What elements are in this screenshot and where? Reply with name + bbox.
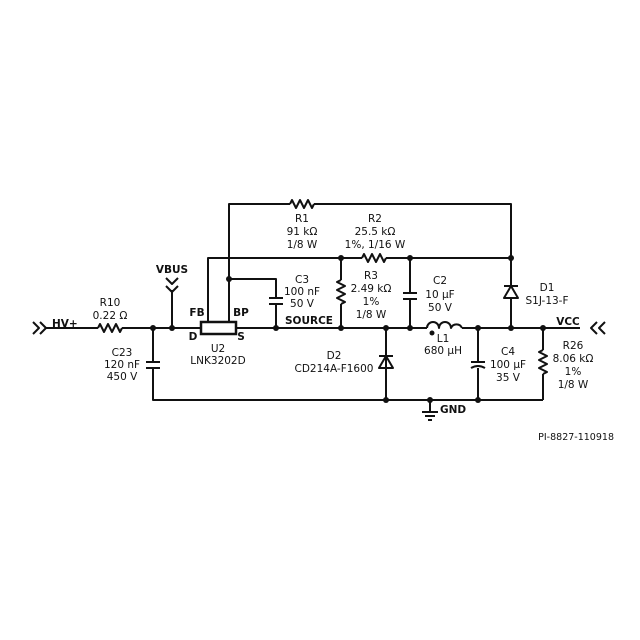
wires: [46, 203, 580, 412]
c2-ref: C2: [433, 275, 447, 287]
inductor-l1: [426, 321, 463, 336]
c23-value: 120 nF: [104, 359, 140, 371]
r1-ref: R1: [295, 213, 309, 225]
r2-rating: 1%, 1/16 W: [345, 239, 406, 251]
d1-ref: D1: [540, 282, 555, 294]
r26-tolerance: 1%: [565, 366, 582, 378]
pin-label-d: D: [189, 331, 198, 343]
diode-d1: [503, 285, 519, 299]
r3-rating: 1/8 W: [356, 309, 387, 321]
resistor-r2: [361, 253, 387, 263]
net-label-hv-plus: HV+: [52, 318, 78, 330]
capacitor-c4: [470, 361, 486, 369]
capacitor-c3: [269, 297, 283, 305]
r3-value: 2.49 kΩ: [351, 283, 392, 295]
net-label-gnd: GND: [440, 404, 466, 416]
u2-part: LNK3202D: [190, 355, 245, 367]
d1-part: S1J-13-F: [525, 295, 568, 307]
r10-value: 0.22 Ω: [93, 310, 128, 322]
c2-rating: 50 V: [428, 302, 453, 314]
capacitor-c23: [146, 361, 160, 369]
r26-ref: R26: [563, 340, 584, 352]
r3-tolerance: 1%: [363, 296, 380, 308]
c23-ref: C23: [112, 347, 133, 359]
vbus-connector-icon: [165, 277, 179, 293]
junction-dots: [150, 255, 546, 403]
r1-value: 91 kΩ: [287, 226, 318, 238]
c3-ref: C3: [295, 274, 309, 286]
r10-ref: R10: [100, 297, 121, 309]
d2-part: CD214A-F1600: [295, 363, 374, 375]
resistor-r26: [538, 349, 548, 375]
pin-label-s: S: [237, 331, 245, 343]
ic-u2: [199, 320, 238, 336]
pin-label-bp: BP: [233, 307, 249, 319]
resistor-r1: [289, 199, 315, 209]
c3-value: 100 nF: [284, 286, 320, 298]
net-label-vbus: VBUS: [156, 264, 188, 276]
l1-value: 680 µH: [424, 345, 462, 357]
resistor-r3: [336, 279, 346, 305]
r26-value: 8.06 kΩ: [553, 353, 594, 365]
c4-value: 100 µF: [490, 359, 526, 371]
l1-ref: L1: [437, 333, 450, 345]
vcc-connector-icon: [590, 321, 606, 335]
u2-ref: U2: [211, 343, 225, 355]
resistor-r10: [97, 323, 123, 333]
r3-ref: R3: [364, 270, 378, 282]
ground-icon: [422, 411, 438, 421]
c3-rating: 50 V: [290, 298, 315, 310]
r2-ref: R2: [368, 213, 382, 225]
pin-label-fb: FB: [189, 307, 204, 319]
drawing-id: PI-8827-110918: [538, 432, 614, 443]
r1-rating: 1/8 W: [287, 239, 318, 251]
c2-value: 10 µF: [425, 289, 454, 301]
net-label-source: SOURCE: [285, 315, 333, 327]
diode-d2: [378, 355, 394, 369]
d2-ref: D2: [327, 350, 342, 362]
c4-ref: C4: [501, 346, 515, 358]
hv-plus-connector-icon: [32, 321, 47, 335]
c4-rating: 35 V: [496, 372, 521, 384]
net-label-vcc: VCC: [556, 316, 580, 328]
c23-rating: 450 V: [107, 371, 138, 383]
r2-value: 25.5 kΩ: [355, 226, 396, 238]
capacitor-c2: [403, 292, 417, 300]
r26-rating: 1/8 W: [558, 379, 589, 391]
